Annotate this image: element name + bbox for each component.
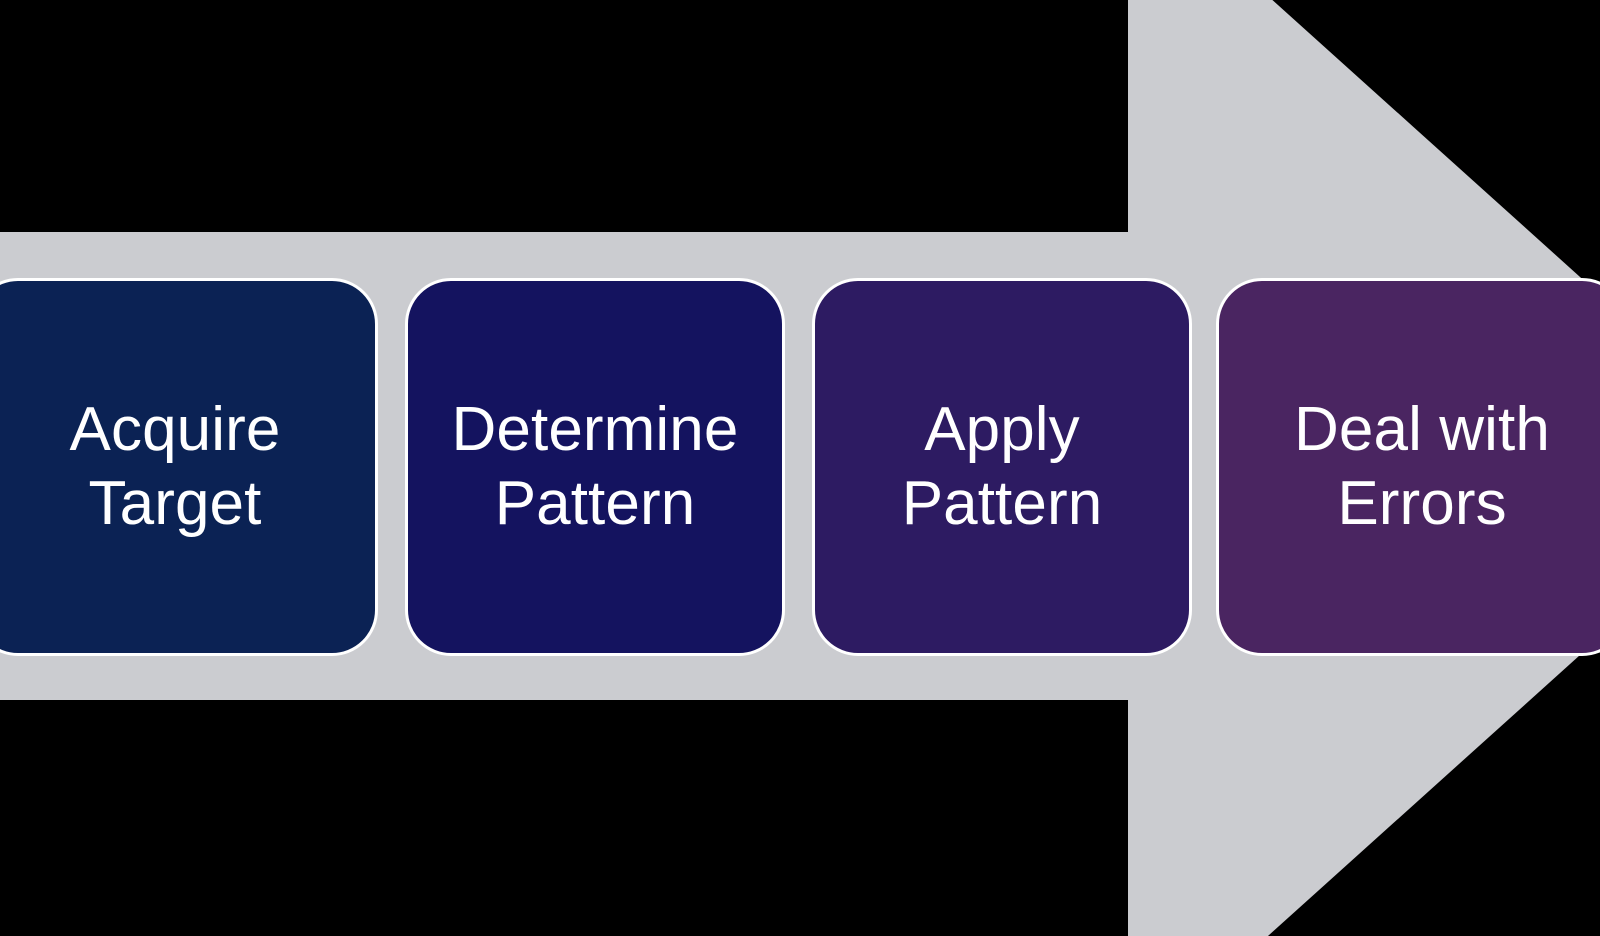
process-step-label: Acquire Target <box>69 395 281 538</box>
process-step-label: Deal with Errors <box>1294 395 1550 538</box>
process-step-label: Determine Pattern <box>451 395 739 538</box>
process-step-acquire-target[interactable]: Acquire Target <box>0 278 378 656</box>
process-step-deal-with-errors[interactable]: Deal with Errors <box>1216 278 1600 656</box>
process-step-label: Apply Pattern <box>901 395 1103 538</box>
process-step-apply-pattern[interactable]: Apply Pattern <box>812 278 1192 656</box>
process-step-determine-pattern[interactable]: Determine Pattern <box>405 278 785 656</box>
